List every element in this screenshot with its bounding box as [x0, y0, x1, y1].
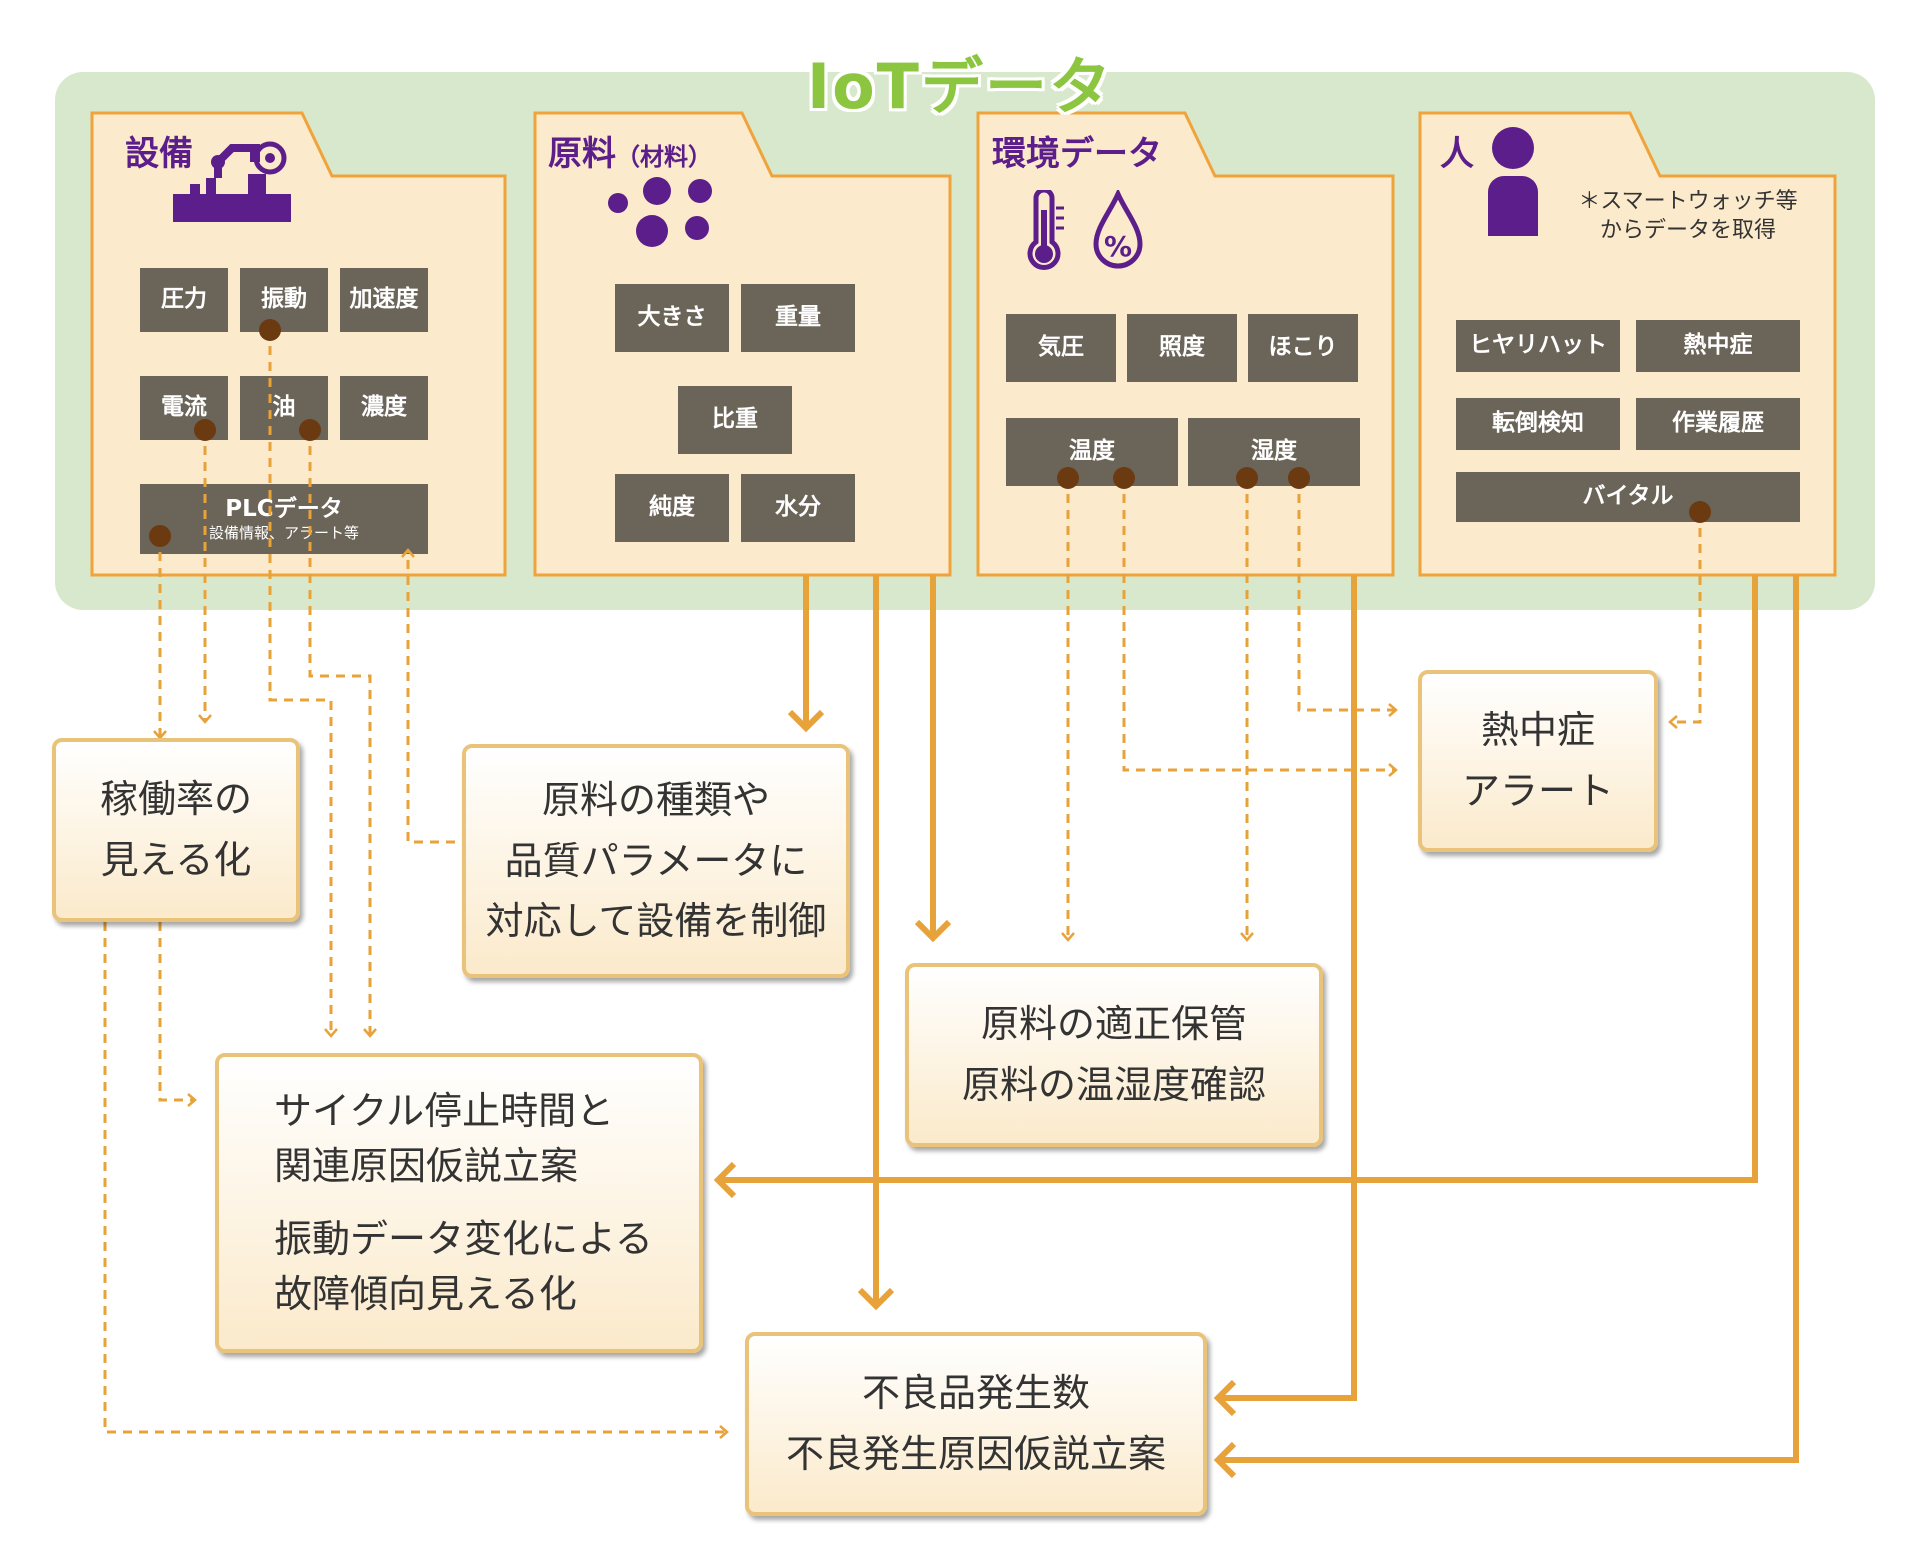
chip-size: 大きさ: [615, 284, 729, 352]
humidity-drop-icon: %: [1093, 190, 1143, 269]
cycle-line-4: 故障傾向見える化: [274, 1272, 577, 1317]
robot-arm-icon: [173, 141, 291, 222]
box-defect-analysis: 不良品発生数 不良発生原因仮説立案: [745, 1332, 1207, 1516]
material-title: 原料（材料）: [548, 134, 712, 174]
chip-vital: バイタル: [1456, 472, 1800, 522]
cycle-line-1: サイクル停止時間と: [274, 1088, 615, 1133]
equipment-title: 設備: [125, 134, 193, 174]
heatstroke-line-1: 熱中症: [1480, 708, 1595, 753]
chip-heatstroke: 熱中症: [1636, 320, 1800, 372]
connector-vital-heatstroke: [1668, 512, 1702, 729]
chip-air-pressure: 気圧: [1006, 314, 1116, 382]
box-material-storage: 原料の適正保管 原料の温湿度確認: [905, 963, 1323, 1147]
box-utilization: 稼働率の 見える化: [52, 738, 300, 922]
chip-dust: ほこり: [1248, 314, 1358, 382]
material-control-line-3: 対応して設備を制御: [485, 899, 827, 944]
environment-title: 環境データ: [992, 134, 1162, 174]
storage-line-2: 原料の温湿度確認: [961, 1063, 1266, 1107]
smartwatch-note: ＊スマートウォッチ等 からデータを取得: [1548, 188, 1828, 245]
chip-humidity: 湿度: [1188, 418, 1360, 486]
material-control-line-2: 品質パラメータに: [504, 838, 808, 883]
plc-label: PLCデータ: [225, 495, 343, 522]
connector-oil-cycle: [308, 430, 377, 1038]
box-heatstroke-alert: 熱中症 アラート: [1418, 670, 1658, 852]
chip-pressure: 圧力: [140, 268, 228, 332]
connector-temp-heatstroke: [1122, 478, 1398, 777]
cycle-line-2: 関連原因仮説立案: [274, 1143, 579, 1188]
chip-vibration: 振動: [240, 268, 328, 332]
storage-line-1: 原料の適正保管: [980, 1002, 1247, 1047]
chip-purity: 純度: [615, 474, 729, 542]
chip-plc-data: PLCデータ 設備情報、アラート等: [140, 484, 428, 554]
chip-weight: 重量: [741, 284, 855, 352]
plc-sub: 設備情報、アラート等: [208, 523, 359, 542]
chip-acceleration: 加速度: [340, 268, 428, 332]
dots-icon: [608, 177, 712, 247]
iot-title: IoTデータ: [807, 50, 1113, 123]
heatstroke-line-2: アラート: [1461, 769, 1614, 813]
chip-near-miss: ヒヤリハット: [1456, 320, 1620, 372]
material-control-line-1: 原料の種類や: [541, 777, 770, 822]
person-icon: [1488, 127, 1538, 236]
connector-vibration-cycle: [268, 330, 338, 1038]
connector-humid-heatstroke: [1297, 478, 1398, 717]
defect-line-2: 不良発生原因仮説立案: [785, 1432, 1166, 1476]
connector-person-cycle: [713, 575, 1758, 1199]
chip-work-history: 作業履歴: [1636, 398, 1800, 450]
thermometer-icon: [1027, 190, 1064, 270]
cycle-line-3: 振動データ変化による: [274, 1217, 653, 1261]
box-cycle-analysis: サイクル停止時間と 関連原因仮説立案 振動データ変化による 故障傾向見える化: [215, 1053, 703, 1353]
person-title: 人: [1440, 134, 1474, 174]
utilization-line-1: 稼働率の: [99, 777, 252, 822]
utilization-line-2: 見える化: [100, 838, 252, 882]
chip-temperature: 温度: [1006, 418, 1178, 486]
chip-fall-detection: 転倒検知: [1456, 398, 1620, 450]
connector-util-cycle: [158, 922, 197, 1107]
defect-line-1: 不良品発生数: [861, 1371, 1090, 1416]
box-material-control: 原料の種類や 品質パラメータに 対応して設備を制御: [462, 744, 850, 978]
connector-dots: [149, 319, 1711, 547]
chip-concentration: 濃度: [340, 376, 428, 440]
note-line-1: ＊スマートウォッチ等: [1578, 189, 1798, 214]
chip-moisture: 水分: [741, 474, 855, 542]
material-title-sub: （材料）: [616, 143, 712, 171]
connector-control-plc: [401, 548, 455, 844]
svg-text:%: %: [1104, 230, 1132, 263]
chip-illuminance: 照度: [1127, 314, 1237, 382]
connector-person-defect: [1213, 575, 1799, 1479]
note-line-2: からデータを取得: [1599, 217, 1776, 243]
chip-specific-gravity: 比重: [678, 386, 792, 454]
connector-env-defect: [1213, 575, 1357, 1417]
folder-equipment: [90, 111, 507, 577]
